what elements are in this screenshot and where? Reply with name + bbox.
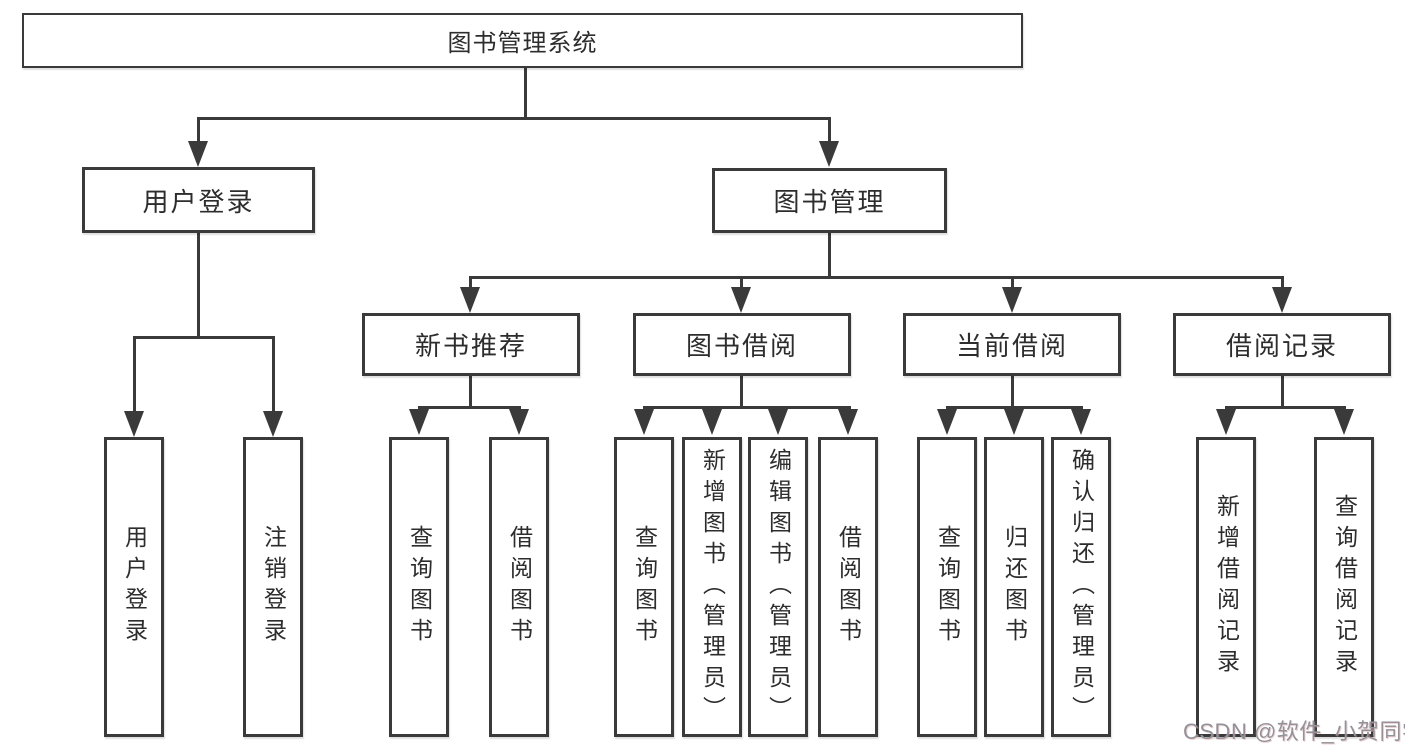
leaf-borrow-books-2-label: 借阅图书: [835, 525, 862, 649]
leaf-add-borrow-record-label: 新增借阅记录: [1213, 494, 1240, 680]
connector-bookborrow-stem: [740, 376, 743, 409]
connector-level3-rail: [469, 276, 1284, 279]
arrowhead-add-record: [1216, 409, 1236, 435]
leaf-query-borrow-record-label: 查询借阅记录: [1331, 494, 1358, 680]
arrowhead-query-books-2: [634, 409, 654, 435]
node-root-label: 图书管理系统: [447, 30, 598, 57]
connector-records-rail: [1225, 406, 1346, 409]
connector-records-stem: [1281, 376, 1284, 409]
leaf-add-borrow-record: 新增借阅记录: [1196, 437, 1256, 737]
arrowhead-logout: [263, 411, 283, 437]
arrowhead-current-borrow: [1002, 287, 1022, 313]
node-user-login-label: 用户登录: [142, 186, 255, 217]
connector-root-stem: [524, 68, 527, 120]
arrowhead-return-books: [1004, 409, 1024, 435]
leaf-logout-label: 注销登录: [260, 525, 287, 649]
connector-level2-stem-left: [197, 117, 200, 149]
node-new-books-label: 新书推荐: [414, 331, 527, 361]
leaf-user-login: 用户登录: [104, 437, 164, 737]
leaf-add-books-label: 新增图书（管理员）: [699, 447, 726, 727]
node-borrow-records-label: 借阅记录: [1225, 331, 1338, 361]
connector-newbooks-stem: [469, 376, 472, 409]
arrowhead-confirm-return: [1071, 409, 1091, 435]
leaf-borrow-books-1: 借阅图书: [489, 437, 549, 737]
node-root: 图书管理系统: [22, 13, 1023, 68]
connector-userlogin-drop1: [133, 336, 136, 416]
arrowhead-borrow-books-1: [509, 409, 529, 435]
connector-level3-drop4: [1281, 276, 1284, 292]
arrowhead-query-books-1: [409, 409, 429, 435]
leaf-borrow-books-2: 借阅图书: [818, 437, 878, 737]
node-borrow-records: 借阅记录: [1173, 313, 1391, 376]
leaf-confirm-return-label: 确认归还（管理员）: [1068, 447, 1095, 727]
leaf-query-books-3-label: 查询图书: [934, 525, 961, 649]
leaf-query-books-1: 查询图书: [389, 437, 449, 737]
arrowhead-new-books: [460, 287, 480, 313]
node-book-mgmt: 图书管理: [712, 168, 947, 233]
leaf-return-books-label: 归还图书: [1001, 525, 1028, 649]
leaf-borrow-books-1-label: 借阅图书: [506, 525, 533, 649]
leaf-query-books-3: 查询图书: [917, 437, 977, 737]
leaf-confirm-return: 确认归还（管理员）: [1051, 437, 1111, 737]
arrowhead-borrow-books-2: [838, 409, 858, 435]
arrowhead-add-books: [702, 409, 722, 435]
arrowhead-borrow-records: [1272, 287, 1292, 313]
leaf-return-books: 归还图书: [984, 437, 1044, 737]
connector-level2-stem-right: [828, 117, 831, 149]
connector-newbooks-rail: [418, 406, 521, 409]
arrowhead-login: [124, 411, 144, 437]
leaf-query-borrow-record: 查询借阅记录: [1314, 437, 1374, 737]
node-user-login: 用户登录: [82, 167, 315, 233]
node-book-borrow-label: 图书借阅: [685, 331, 798, 361]
node-book-mgmt-label: 图书管理: [773, 187, 886, 217]
connector-userlogin-stem: [197, 232, 200, 339]
connector-bookborrow-rail: [643, 406, 851, 409]
leaf-query-books-2: 查询图书: [614, 437, 674, 737]
connector-level2-rail: [197, 117, 831, 120]
leaf-add-books: 新增图书（管理员）: [682, 437, 742, 737]
connector-currentborrow-stem: [1011, 376, 1014, 409]
leaf-edit-books-label: 编辑图书（管理员）: [765, 447, 792, 727]
leaf-logout: 注销登录: [243, 437, 303, 737]
connector-userlogin-rail: [133, 336, 275, 339]
arrowhead-query-books-3: [937, 409, 957, 435]
node-current-borrow: 当前借阅: [903, 313, 1121, 376]
node-book-borrow: 图书借阅: [633, 313, 851, 376]
leaf-query-books-1-label: 查询图书: [406, 525, 433, 649]
leaf-edit-books: 编辑图书（管理员）: [748, 437, 808, 737]
leaf-query-books-2-label: 查询图书: [631, 525, 658, 649]
connector-currentborrow-rail: [946, 406, 1083, 409]
arrowhead-edit-books: [768, 409, 788, 435]
leaf-user-login-label: 用户登录: [121, 525, 148, 649]
arrowhead-query-record: [1334, 409, 1354, 435]
node-current-borrow-label: 当前借阅: [955, 331, 1068, 361]
arrowhead-book-mgmt: [819, 141, 839, 167]
arrowhead-user-login: [188, 141, 208, 167]
arrowhead-book-borrow: [731, 287, 751, 313]
connector-userlogin-drop2: [272, 336, 275, 416]
connector-level3-drop2: [740, 276, 743, 292]
csdn-watermark: CSDN @软件_小贺同学: [1183, 719, 1405, 744]
connector-level3-drop3: [1011, 276, 1014, 292]
node-new-books: 新书推荐: [362, 313, 580, 376]
connector-bookmgmt-stem: [828, 232, 831, 279]
connector-level3-drop1: [469, 276, 472, 292]
